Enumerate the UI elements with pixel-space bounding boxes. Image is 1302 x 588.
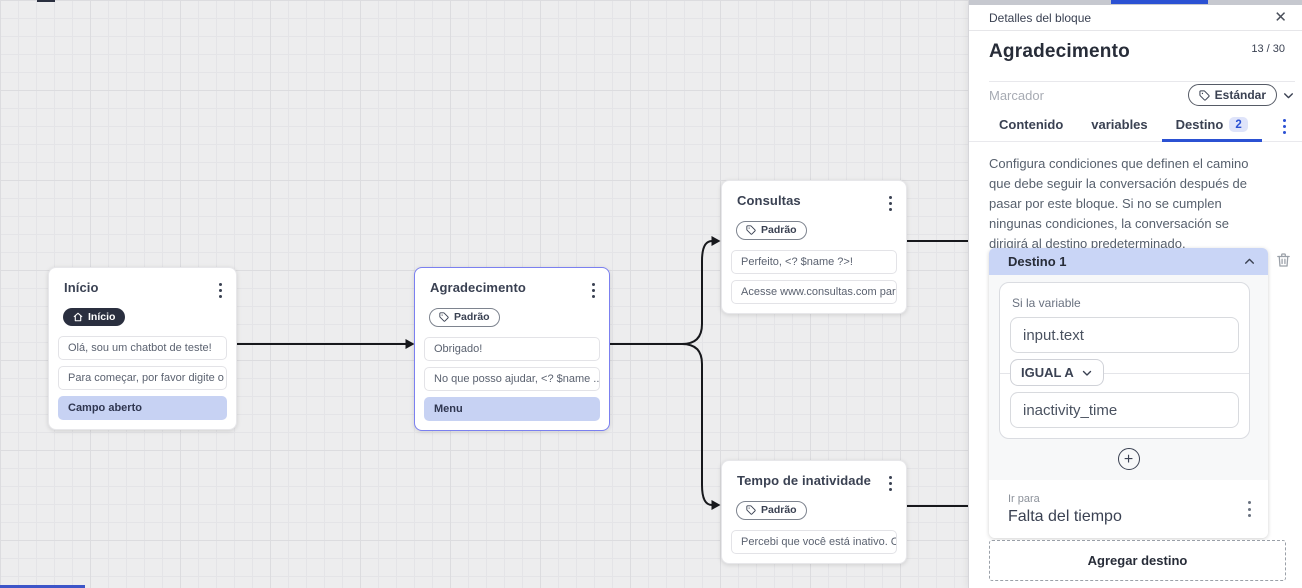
open-field-row[interactable]: Campo aberto	[58, 395, 227, 420]
node-title: Agradecimento	[430, 280, 526, 295]
tag-icon	[746, 505, 756, 515]
goto-kebab-menu-icon[interactable]	[1245, 499, 1254, 520]
add-condition-button[interactable]: +	[1117, 448, 1140, 470]
padrao-badge: Padrão	[736, 500, 807, 520]
goto-label: Ir para	[1008, 492, 1040, 505]
node-title: Início	[64, 280, 99, 295]
padrao-badge: Padrão	[736, 220, 807, 240]
message-row[interactable]: Olá, sou um chatbot de teste!	[58, 335, 227, 360]
bottom-left-cutoff-element	[0, 585, 85, 588]
destination-header[interactable]: Destino 1	[989, 248, 1268, 275]
compare-value-input[interactable]: inactivity_time	[1010, 392, 1239, 428]
node-consultas[interactable]: Consultas Padrão Perfeito, <? $name ?>! …	[721, 180, 907, 314]
inicio-badge: Início	[63, 307, 126, 326]
chevron-up-icon[interactable]	[1243, 255, 1256, 268]
message-row[interactable]: Percebi que você está inativo. C...	[731, 529, 897, 554]
top-left-cutoff-element	[37, 0, 55, 2]
marker-tag-label: Estándar	[1214, 88, 1266, 102]
destino-count-badge: 2	[1229, 117, 1248, 132]
marker-field[interactable]: Marcador	[989, 87, 1044, 103]
panel-title: Detalles del bloque	[989, 10, 1092, 25]
chevron-down-icon	[1082, 370, 1091, 376]
message-row[interactable]: Obrigado!	[424, 336, 600, 361]
badge-label: Início	[88, 310, 116, 323]
block-details-panel: Detalles del bloque ✕ Agradecimento 13 /…	[968, 0, 1302, 588]
badge-label: Padrão	[761, 504, 797, 517]
kebab-menu-icon[interactable]	[589, 280, 598, 301]
marker-tag-dropdown[interactable]: Estándar	[1187, 84, 1277, 106]
tag-icon	[1199, 89, 1210, 101]
destination-header-label: Destino 1	[1008, 254, 1067, 269]
node-title: Tempo de inatividade	[737, 473, 871, 488]
badge-label: Padrão	[761, 224, 797, 237]
tab-label: Contenido	[999, 117, 1064, 132]
tag-icon	[746, 225, 756, 235]
node-tempo-inatividade[interactable]: Tempo de inatividade Padrão Percebi que …	[721, 460, 907, 564]
panel-top-scroll-indicator	[1111, 0, 1208, 4]
condition-card: Si la variable input.text IGUAL A inacti…	[999, 282, 1250, 439]
menu-row[interactable]: Menu	[424, 396, 600, 421]
goto-value[interactable]: Falta del tiempo	[1008, 507, 1122, 525]
kebab-menu-icon[interactable]	[886, 193, 895, 214]
char-counter: 13 / 30	[1251, 43, 1285, 55]
tab-label: variables	[1091, 117, 1148, 132]
tag-icon	[439, 312, 449, 322]
variable-input[interactable]: input.text	[1010, 317, 1239, 353]
chevron-down-icon[interactable]	[1282, 89, 1295, 102]
destination-description: Configura condiciones que definen el cam…	[989, 156, 1249, 251]
panel-top-scrollbar[interactable]	[969, 0, 1302, 5]
trash-icon[interactable]	[1275, 251, 1292, 269]
close-icon[interactable]: ✕	[1274, 9, 1287, 26]
kebab-menu-icon[interactable]	[216, 280, 225, 301]
destination-card: Destino 1 Si la variable input.text IGUA…	[989, 248, 1268, 538]
operator-dropdown[interactable]: IGUAL A	[1010, 359, 1104, 386]
node-title: Consultas	[737, 193, 801, 208]
operator-label: IGUAL A	[1021, 365, 1074, 380]
home-icon	[73, 312, 83, 321]
tab-variables[interactable]: variables	[1091, 108, 1147, 141]
node-inicio[interactable]: Início Início Olá, sou um chatbot de tes…	[48, 267, 237, 430]
kebab-menu-icon[interactable]	[886, 473, 895, 494]
tabs-kebab-menu-icon[interactable]	[1280, 116, 1289, 137]
condition-label: Si la variable	[1012, 296, 1081, 310]
message-row[interactable]: Para começar, por favor digite o ...	[58, 365, 227, 390]
message-row[interactable]: No que posso ajudar, <? $name ...	[424, 366, 600, 391]
padrao-badge: Padrão	[429, 307, 500, 327]
flow-canvas[interactable]: Início Início Olá, sou um chatbot de tes…	[0, 0, 968, 588]
tab-destino[interactable]: Destino 2	[1161, 108, 1262, 142]
message-row[interactable]: Perfeito, <? $name ?>!	[731, 249, 897, 274]
add-destination-button[interactable]: Agregar destino	[989, 540, 1286, 581]
node-agradecimento[interactable]: Agradecimento Padrão Obrigado! No que po…	[414, 267, 610, 431]
tab-label: Destino	[1175, 117, 1224, 132]
message-row[interactable]: Acesse www.consultas.com par...	[731, 279, 897, 304]
block-title[interactable]: Agradecimento	[989, 41, 1130, 62]
tab-contenido[interactable]: Contenido	[999, 108, 1063, 141]
badge-label: Padrão	[454, 311, 490, 324]
